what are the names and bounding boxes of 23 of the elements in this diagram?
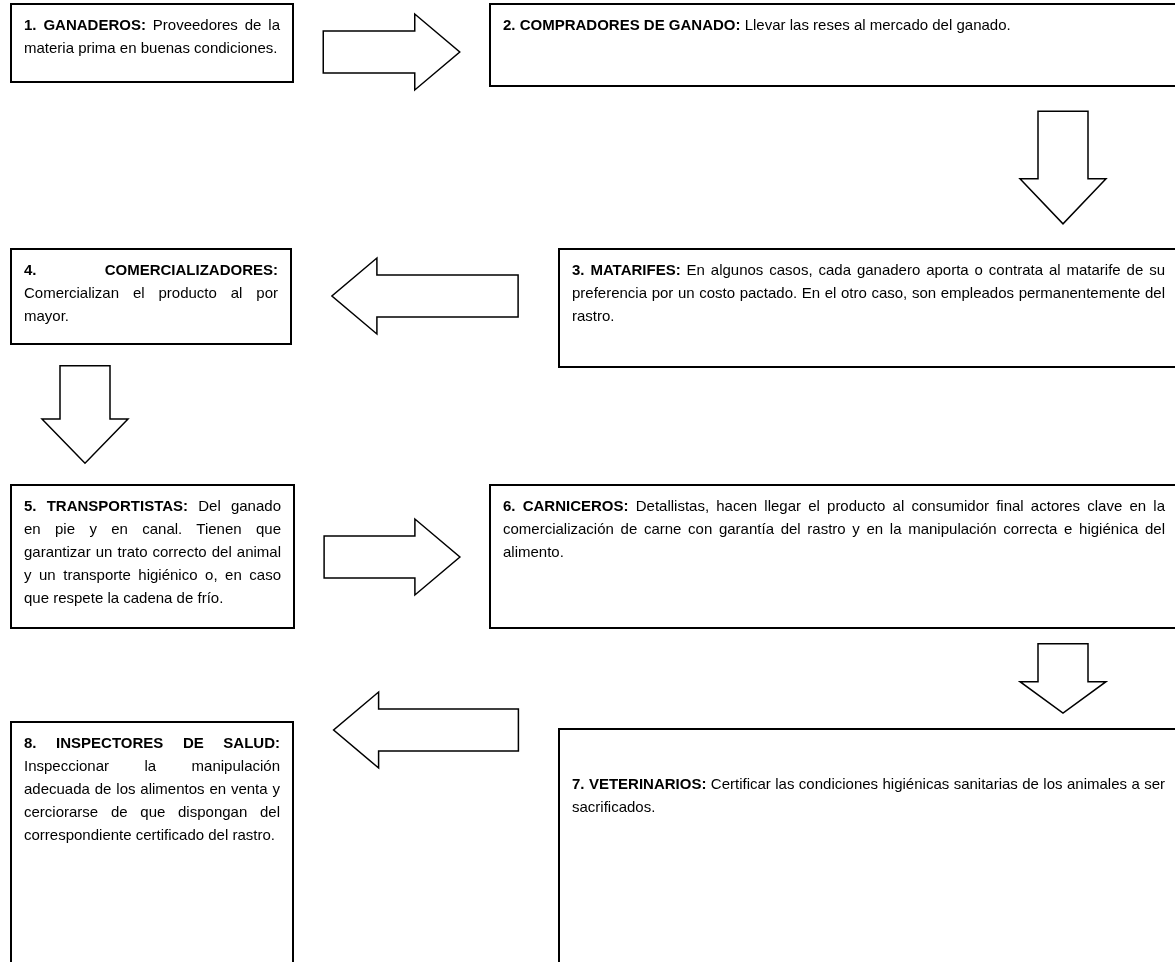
block-arrow — [332, 690, 520, 770]
box-text: 8. INSPECTORES DE SALUD: Inspeccionar la manipulación adecuada de los alimentos en venta y cerciorarse de que dispongan del correspondiente certificado del rastro. — [24, 733, 280, 845]
process-box — [10, 3, 294, 83]
process-box — [558, 728, 1175, 962]
process-box — [489, 484, 1175, 629]
process-box — [489, 3, 1175, 87]
block-arrow — [1018, 110, 1108, 225]
box-text: 6. CARNICEROS: Detallistas, hacen llegar el producto al consumidor final actores clave en la comercialización de carne con garantía del rastro y en la manipulación correcta e higiénica del alimento. — [503, 496, 1165, 562]
block-arrow — [1017, 643, 1109, 715]
box-text: 4. COMERCIALIZADORES: Comercializan el producto al por mayor. — [24, 260, 278, 326]
process-box — [10, 484, 295, 629]
block-arrow — [330, 256, 519, 336]
process-box — [10, 248, 292, 345]
box-text: 1. GANADEROS: Proveedores de la materia prima en buenas condiciones. — [24, 15, 280, 58]
process-box — [558, 248, 1175, 368]
box-text: 3. MATARIFES: En algunos casos, cada ganadero aporta o contrata al matarife de su preferencia por un costo pactado. En el otro caso, son empleados permanentemente del rastro. — [572, 260, 1165, 326]
box-text: 5. TRANSPORTISTAS: Del ganado en pie y en canal. Tienen que garantizar un trato correcto del animal y un transporte higiénico o, en caso que respete la cadena de frío. — [24, 496, 281, 608]
block-arrow — [322, 12, 461, 92]
block-arrow — [40, 365, 130, 465]
box-text: 2. COMPRADORES DE GANADO: Llevar las reses al mercado del ganado. — [503, 15, 1012, 35]
box-text: 7. VETERINARIOS: Certificar las condiciones higiénicas sanitarias de los animales a ser sacrificados. — [572, 774, 1165, 817]
process-box — [10, 721, 294, 962]
block-arrow — [323, 517, 462, 597]
